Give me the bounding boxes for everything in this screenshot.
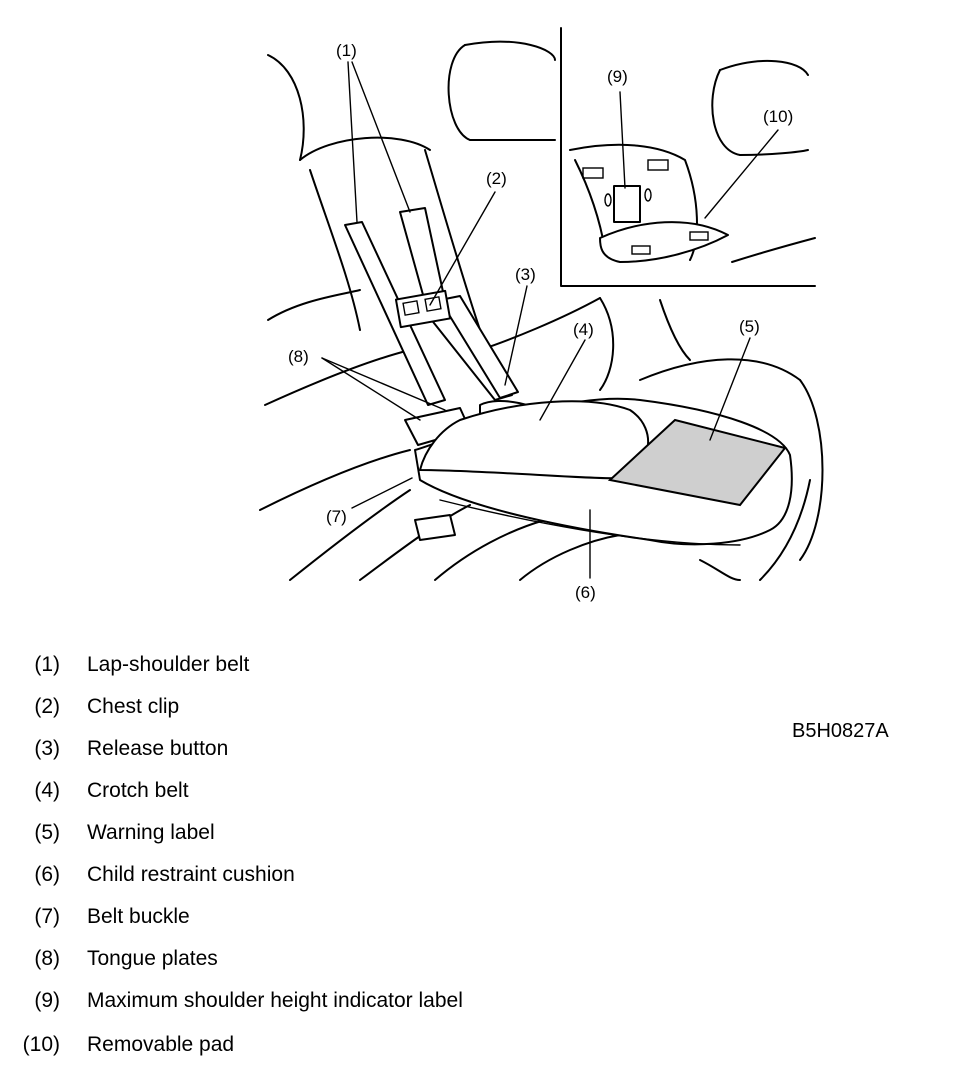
seat-background-lines xyxy=(259,40,824,581)
legend-label: Removable pad xyxy=(87,1033,235,1056)
leader-lines xyxy=(321,61,779,579)
legend-label: Crotch belt xyxy=(87,779,189,802)
legend-number: (4) xyxy=(34,779,60,802)
legend-item: (7) Belt buckle xyxy=(0,900,700,934)
legend-number: (8) xyxy=(34,947,60,970)
legend-number: (7) xyxy=(34,905,60,928)
legend-number: (1) xyxy=(34,653,60,676)
legend-label: Belt buckle xyxy=(87,905,190,928)
legend-label: Maximum shoulder height indicator label xyxy=(87,989,463,1012)
callout-3: (3) xyxy=(515,265,536,284)
callout-1: (1) xyxy=(336,41,357,60)
legend-number: (3) xyxy=(34,737,60,760)
legend-item: (1) Lap-shoulder belt xyxy=(0,648,700,682)
legend-item: (9) Maximum shoulder height indicator la… xyxy=(0,984,700,1018)
legend-label: Tongue plates xyxy=(87,947,218,970)
legend-number: (5) xyxy=(34,821,60,844)
legend-item: (3) Release button xyxy=(0,732,700,766)
legend-number: (2) xyxy=(34,695,60,718)
legend-item: (8) Tongue plates xyxy=(0,942,700,976)
legend-number: (10) xyxy=(22,1033,60,1056)
legend-item: (4) Crotch belt xyxy=(0,774,700,808)
legend-label: Warning label xyxy=(87,821,215,844)
inset-view xyxy=(560,27,816,287)
callout-6: (6) xyxy=(575,583,596,602)
callout-9: (9) xyxy=(607,67,628,86)
legend-item: (10) Removable pad xyxy=(0,1028,700,1062)
legend-item: (5) Warning label xyxy=(0,816,700,850)
legend-item: (6) Child restraint cushion xyxy=(0,858,700,892)
seat-diagram: (1) (2) (3) (4) (5) (6) (7) (8) (9) (10) xyxy=(259,27,824,602)
legend-number: (6) xyxy=(34,863,60,886)
callout-10: (10) xyxy=(763,107,793,126)
callout-labels: (1) (2) (3) (4) (5) (6) (7) (8) (9) (10) xyxy=(288,41,793,602)
legend-label: Release button xyxy=(87,737,229,760)
callout-7: (7) xyxy=(326,507,347,526)
child-restraint-cushion-drawing xyxy=(414,397,793,546)
legend-label: Lap-shoulder belt xyxy=(87,653,250,676)
lap-shoulder-belt-drawing xyxy=(344,207,519,406)
legend-label: Child restraint cushion xyxy=(87,863,295,886)
legend-number: (9) xyxy=(34,989,60,1012)
legend-item: (2) Chest clip xyxy=(0,690,700,724)
figure-code: B5H0827A xyxy=(792,720,889,742)
callout-4: (4) xyxy=(573,320,594,339)
callout-2: (2) xyxy=(486,169,507,188)
callout-8: (8) xyxy=(288,347,309,366)
legend-label: Chest clip xyxy=(87,695,180,718)
callout-5: (5) xyxy=(739,317,760,336)
